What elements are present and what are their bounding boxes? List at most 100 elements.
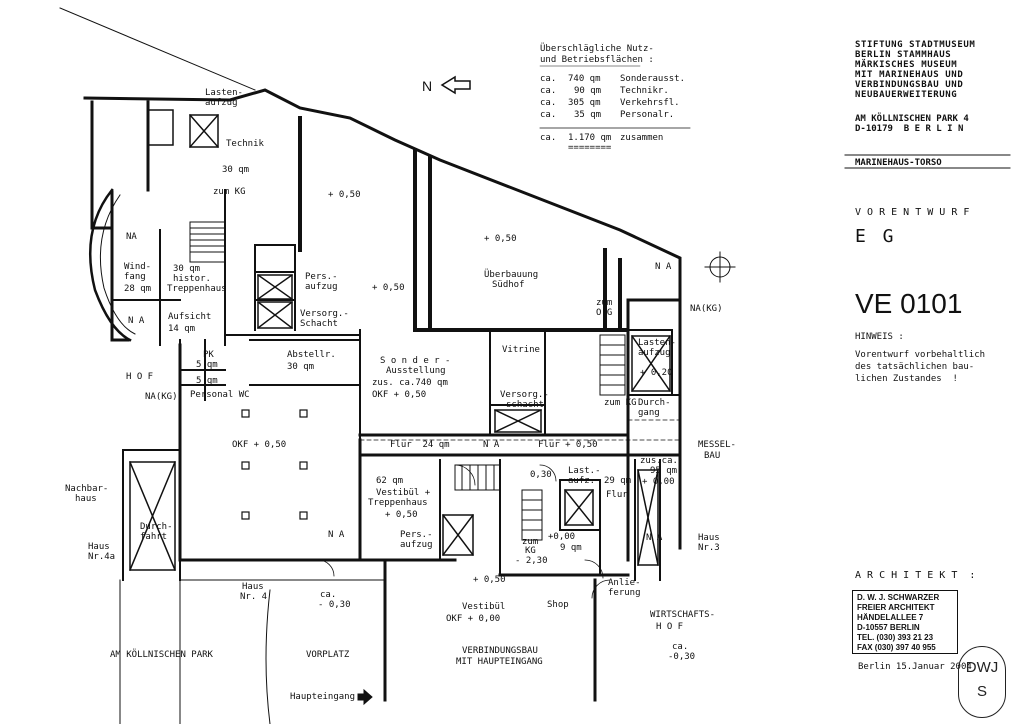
area-row-amount: 35 qm: [574, 110, 602, 120]
drawing-number: VE 0101: [855, 288, 963, 319]
address-line: AM KÖLLNISCHEN PARK 4: [855, 114, 969, 124]
label-windfang: Wind-: [124, 262, 152, 272]
label-area: 9 qm: [560, 543, 582, 553]
area-row-prefix: ca.: [540, 98, 557, 108]
area-table-heading-2: und Betriebsflächen :: [540, 55, 654, 65]
area-row-label: Verkehrsfl.: [620, 98, 680, 108]
label-versorg-schacht: Schacht: [300, 319, 338, 329]
label-level: + 0,50: [372, 283, 405, 293]
stamp-line: DWJ: [965, 659, 999, 676]
label-street: AM KÖLLNISCHEN PARK: [110, 650, 213, 660]
label-windfang: 28 qm: [124, 284, 152, 294]
area-total-prefix: ca.: [540, 133, 557, 143]
address-line: D-10179 B E R L I N: [855, 124, 964, 134]
architect-line: HÄNDELALLEE 7: [857, 613, 924, 622]
project-line: BERLIN STAMMHAUS: [855, 50, 952, 60]
label-level: + 0,50: [473, 575, 506, 585]
architect-stamp-box: D. W. J. SCHWARZER FREIER ARCHITEKT HÄND…: [852, 590, 958, 654]
label-zum-kg: zum KG: [604, 398, 637, 408]
label-zum-kg: zum KG: [213, 187, 246, 197]
label-vestibuel: Vestibül +: [376, 488, 431, 498]
architect-line: FAX (030) 397 40 955: [857, 643, 936, 652]
label-zum-og: zum: [596, 298, 613, 308]
label-zum-kg: zum: [522, 537, 539, 547]
label-na-kg: NA(KG): [690, 304, 723, 314]
label-verbindungsbau: MIT HAUPTEINGANG: [456, 657, 543, 667]
label-haus: Haus: [88, 542, 110, 552]
label-lastenaufzug-right: + 0,20: [640, 368, 673, 378]
label-abstellr: Abstellr.: [287, 350, 336, 360]
label-lastenaufzug-right: Lasten-: [638, 338, 676, 348]
north-label: N: [422, 78, 433, 94]
label-messelbau: BAU: [704, 451, 721, 461]
label-pers-aufzug: Pers.-: [305, 272, 338, 282]
label-haupteingang: Haupteingang: [290, 692, 356, 702]
label-ueberbauung: Südhof: [492, 280, 525, 290]
note-line: lichen Zustandes !: [855, 374, 958, 384]
area-row-label: Sonderausst.: [620, 74, 686, 84]
label-haus: Nr.4a: [88, 552, 116, 562]
label-na-kg: NA(KG): [145, 392, 178, 402]
label-level: +0,00: [548, 532, 576, 542]
label-level: + 0,50: [484, 234, 517, 244]
label-nachbarhaus: Nachbar-: [65, 484, 109, 494]
label-lastaufz: aufz.: [568, 476, 596, 486]
label-vestibuel: + 0,50: [385, 510, 418, 520]
label-nachbarhaus: haus: [75, 494, 97, 504]
architect-line: FREIER ARCHITEKT: [857, 603, 935, 612]
building-name: MARINEHAUS-TORSO: [855, 158, 942, 168]
label-verbindungsbau: VERBINDUNGSBAU: [462, 646, 538, 656]
area-total-amount: 1.170 qm: [568, 133, 612, 143]
label-ca: - 0,30: [318, 600, 351, 610]
area-row-amount: 305 qm: [568, 98, 601, 108]
note-line: des tatsächlichen bau-: [855, 362, 975, 372]
label-pers-aufzug: Pers.-: [400, 530, 433, 540]
label-messelbau: MESSEL-: [698, 440, 736, 450]
project-line: STIFTUNG STADTMUSEUM: [855, 40, 976, 50]
label-shop: Shop: [547, 600, 569, 610]
label-level: 0,30: [530, 470, 552, 480]
project-line: MIT MARINEHAUS UND: [855, 70, 964, 80]
label-haus: Haus: [242, 582, 264, 592]
label-vestibuel: Treppenhaus: [368, 498, 428, 508]
label-treppenhaus: Treppenhaus: [167, 284, 227, 294]
label-pk: 5 qm: [196, 360, 218, 370]
label-na: N A: [128, 316, 145, 326]
label-wc-area: 5 qm: [196, 376, 218, 386]
title-block: STIFTUNG STADTMUSEUM BERLIN STAMMHAUS MÄ…: [855, 40, 975, 100]
label-windfang: fang: [124, 272, 146, 282]
label-zus: 95 qm: [650, 466, 678, 476]
area-row-amount: 90 qm: [574, 86, 602, 96]
label-haus: Nr.3: [698, 543, 720, 553]
architect-line: D-10557 BERLIN: [857, 623, 920, 632]
label-versorg-schacht: Versorg.-: [500, 390, 549, 400]
label-na: N A: [655, 262, 672, 272]
label-vitrine: Vitrine: [502, 345, 540, 355]
label-durchgang: Durch-: [638, 398, 671, 408]
label-sonderausstellung: Ausstellung: [386, 366, 446, 376]
label-vestibuel: OKF + 0,00: [446, 614, 501, 624]
area-row-prefix: ca.: [540, 110, 557, 120]
label-okf: OKF + 0,50: [232, 440, 287, 450]
label-lastenaufzug-top: aufzug: [205, 98, 238, 108]
label-flur: Flur + 0,50: [538, 440, 598, 450]
label-hof: H O F: [126, 372, 154, 382]
label-vestibuel: Vestibül: [462, 602, 506, 612]
area-total-underline: ========: [568, 143, 612, 153]
label-abstellr: 30 qm: [287, 362, 315, 372]
label-level: - 2,30: [515, 556, 548, 566]
area-row-label: Personalr.: [620, 110, 675, 120]
label-sonderausstellung: OKF + 0,50: [372, 390, 427, 400]
label-zus: + 0,00: [642, 477, 675, 487]
label-wirtschaftshof: H O F: [656, 622, 684, 632]
architect-heading: A R C H I T E K T :: [855, 570, 976, 581]
label-versorg-schacht: Versorg.-: [300, 309, 349, 319]
label-flur: Flur 24 qm: [390, 440, 450, 450]
label-na: N A: [328, 530, 345, 540]
note-line: Vorentwurf vorbehaltlich: [855, 350, 986, 360]
area-row-label: Technikr.: [620, 86, 669, 96]
stamp-line: S: [976, 683, 987, 700]
architect-monogram-stamp: DWJ S: [958, 646, 1006, 718]
architect-line: TEL. (030) 393 21 23: [857, 633, 934, 642]
drawing-date: Berlin 15.Januar 2004: [858, 662, 972, 672]
